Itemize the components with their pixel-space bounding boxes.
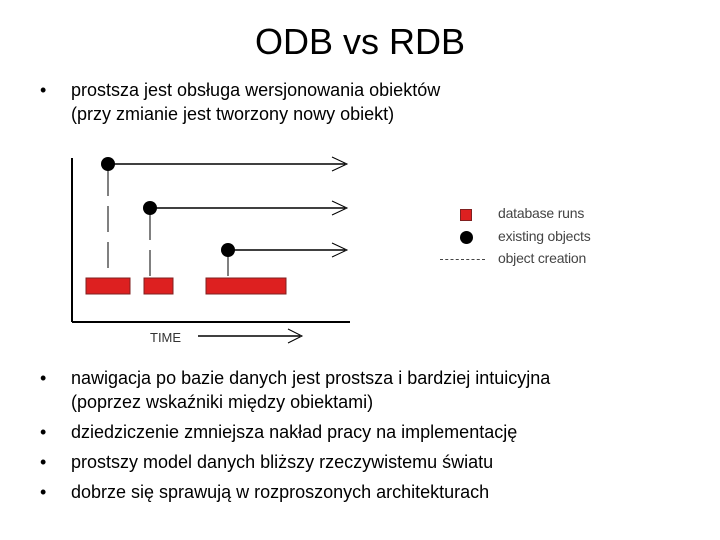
legend-item-object-creation: object creation xyxy=(440,249,640,269)
bullet-text-line1: nawigacja po bazie danych jest prostsza … xyxy=(71,368,551,388)
bullet-text-line1: prostsza jest obsługa wersjonowania obie… xyxy=(71,80,441,100)
arrowhead-2 xyxy=(331,200,349,216)
bullet-symbol: • xyxy=(40,368,47,388)
bullet-item: • dobrze się sprawują w rozproszonych ar… xyxy=(40,480,700,504)
bullet-symbol: • xyxy=(40,482,47,502)
bullet-text-line2: (przy zmianie jest tworzony nowy obiekt) xyxy=(71,104,395,124)
existing-object-2 xyxy=(143,201,157,215)
slide-title: ODB vs RDB xyxy=(254,21,466,62)
time-axis-label: TIME xyxy=(150,330,181,345)
database-run-3 xyxy=(205,277,287,295)
legend-label: object creation xyxy=(498,250,587,266)
bullet-text-line2: (poprzez wskaźniki między obiektami) xyxy=(71,392,374,412)
existing-object-1 xyxy=(101,157,115,171)
arrowhead-1 xyxy=(331,156,349,172)
database-run-2 xyxy=(143,277,174,295)
legend-item-existing-objects: existing objects xyxy=(440,227,640,247)
bullet-text-line1: prostszy model danych bliższy rzeczywist… xyxy=(71,452,494,472)
bullet-text-line1: dobrze się sprawują w rozproszonych arch… xyxy=(71,482,490,502)
bullet-symbol: • xyxy=(40,452,47,472)
bullet-item: • dziedziczenie zmniejsza nakład pracy n… xyxy=(40,420,700,444)
red-square-icon xyxy=(460,209,472,221)
legend-label: existing objects xyxy=(498,228,591,244)
bullet-symbol: • xyxy=(40,422,47,442)
legend-label: database runs xyxy=(498,205,585,221)
arrowhead-3 xyxy=(331,242,349,258)
bullet-item: • prostsza jest obsługa wersjonowania ob… xyxy=(40,78,700,126)
bullet-item: • prostszy model danych bliższy rzeczywi… xyxy=(40,450,700,474)
bottom-bullet-list: • nawigacja po bazie danych jest prostsz… xyxy=(40,366,700,510)
database-run-1 xyxy=(85,277,131,295)
bullet-item: • nawigacja po bazie danych jest prostsz… xyxy=(40,366,700,414)
time-arrowhead xyxy=(287,328,304,344)
bullet-symbol: • xyxy=(40,80,47,100)
existing-object-3 xyxy=(221,243,235,257)
legend-item-database-runs: database runs xyxy=(440,204,640,224)
top-bullet-list: • prostsza jest obsługa wersjonowania ob… xyxy=(40,78,700,126)
versioning-diagram: TIME xyxy=(71,156,350,345)
black-dot-icon xyxy=(460,231,473,244)
diagram-legend: database runs existing objects object cr… xyxy=(440,200,640,270)
dashed-line-icon xyxy=(440,259,485,260)
bullet-text-line1: dziedziczenie zmniejsza nakład pracy na … xyxy=(71,422,518,442)
